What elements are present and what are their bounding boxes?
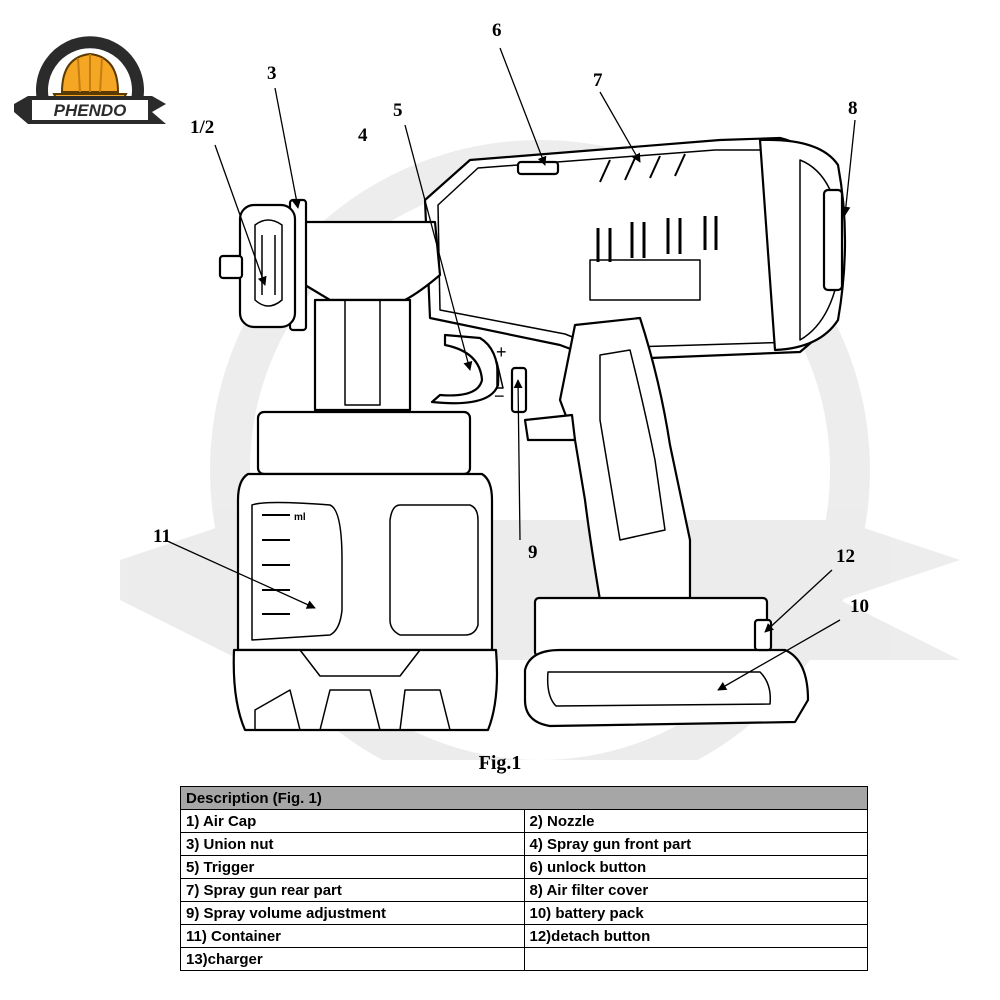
- table-header: Description (Fig. 1): [180, 786, 868, 810]
- table-cell: 11) Container: [180, 924, 525, 948]
- callout-1-2: 1/2: [190, 117, 215, 138]
- callout-12: 12: [836, 546, 855, 567]
- parts-description-table: Description (Fig. 1) 1) Air Cap 2) Nozzl…: [180, 786, 868, 971]
- phendo-logo: PHENDO: [14, 36, 166, 124]
- leader-line-9: [513, 379, 523, 541]
- detach-button: [753, 618, 773, 652]
- handle: [523, 316, 692, 602]
- gauge-unit: ml: [294, 512, 306, 523]
- callout-10: 10: [850, 596, 869, 617]
- leader-line-7: [599, 91, 641, 163]
- table-row: 7) Spray gun rear part 8) Air filter cov…: [180, 878, 868, 902]
- callout-5: 5: [393, 100, 403, 121]
- table-header-row: Description (Fig. 1): [180, 786, 868, 810]
- table-row: 5) Trigger 6) unlock button: [180, 855, 868, 879]
- spray-gun-front-part: [298, 220, 442, 412]
- dial-plus-symbol: +: [496, 342, 507, 362]
- table-cell: 10) battery pack: [523, 901, 868, 925]
- dial-minus-symbol: −: [494, 386, 505, 406]
- spray-volume-dial: + −: [494, 342, 528, 414]
- callout-4: 4: [358, 125, 368, 146]
- leader-line-1-2: [214, 144, 267, 286]
- spray-gun-diagram: + − ml: [120, 47, 960, 760]
- callout-9: 9: [528, 542, 538, 563]
- callout-7: 7: [593, 70, 603, 91]
- table-row: 13)charger: [180, 947, 868, 971]
- table-cell: 8) Air filter cover: [523, 878, 868, 902]
- table-cell: 1) Air Cap: [180, 809, 525, 833]
- leader-line-12: [764, 569, 833, 633]
- leader-line-6: [499, 47, 547, 166]
- table-cell: [523, 947, 868, 971]
- table-cell: 6) unlock button: [523, 855, 868, 879]
- leader-line-11: [164, 539, 316, 609]
- table-row: 9) Spray volume adjustment 10) battery p…: [180, 901, 868, 925]
- air-filter-cover: [758, 138, 847, 352]
- table-row: 1) Air Cap 2) Nozzle: [180, 809, 868, 833]
- nozzle: [218, 254, 244, 280]
- table-cell: 4) Spray gun front part: [523, 832, 868, 856]
- callout-8: 8: [848, 98, 858, 119]
- trigger: [430, 333, 500, 405]
- vent-slots: [596, 216, 718, 262]
- table-cell: 7) Spray gun rear part: [180, 878, 525, 902]
- callout-6: 6: [492, 20, 502, 41]
- table-cell: 13)charger: [180, 947, 525, 971]
- logo-brand-text: PHENDO: [54, 101, 127, 120]
- leader-line-5: [404, 124, 473, 371]
- leader-line-8: [841, 119, 856, 216]
- unlock-button: [516, 160, 560, 176]
- callout-3: 3: [267, 63, 277, 84]
- container: ml: [232, 410, 499, 732]
- table-cell: 2) Nozzle: [523, 809, 868, 833]
- leader-line-3: [274, 87, 301, 209]
- table-row: 11) Container 12)detach button: [180, 924, 868, 948]
- table-row: 3) Union nut 4) Spray gun front part: [180, 832, 868, 856]
- table-cell: 12)detach button: [523, 924, 868, 948]
- callout-11: 11: [153, 526, 171, 547]
- battery-pack: [523, 596, 810, 728]
- leader-line-10: [717, 619, 841, 691]
- figure-caption: Fig.1: [478, 752, 522, 774]
- table-cell: 5) Trigger: [180, 855, 525, 879]
- table-cell: 3) Union nut: [180, 832, 525, 856]
- air-cap: [238, 203, 297, 329]
- table-cell: 9) Spray volume adjustment: [180, 901, 525, 925]
